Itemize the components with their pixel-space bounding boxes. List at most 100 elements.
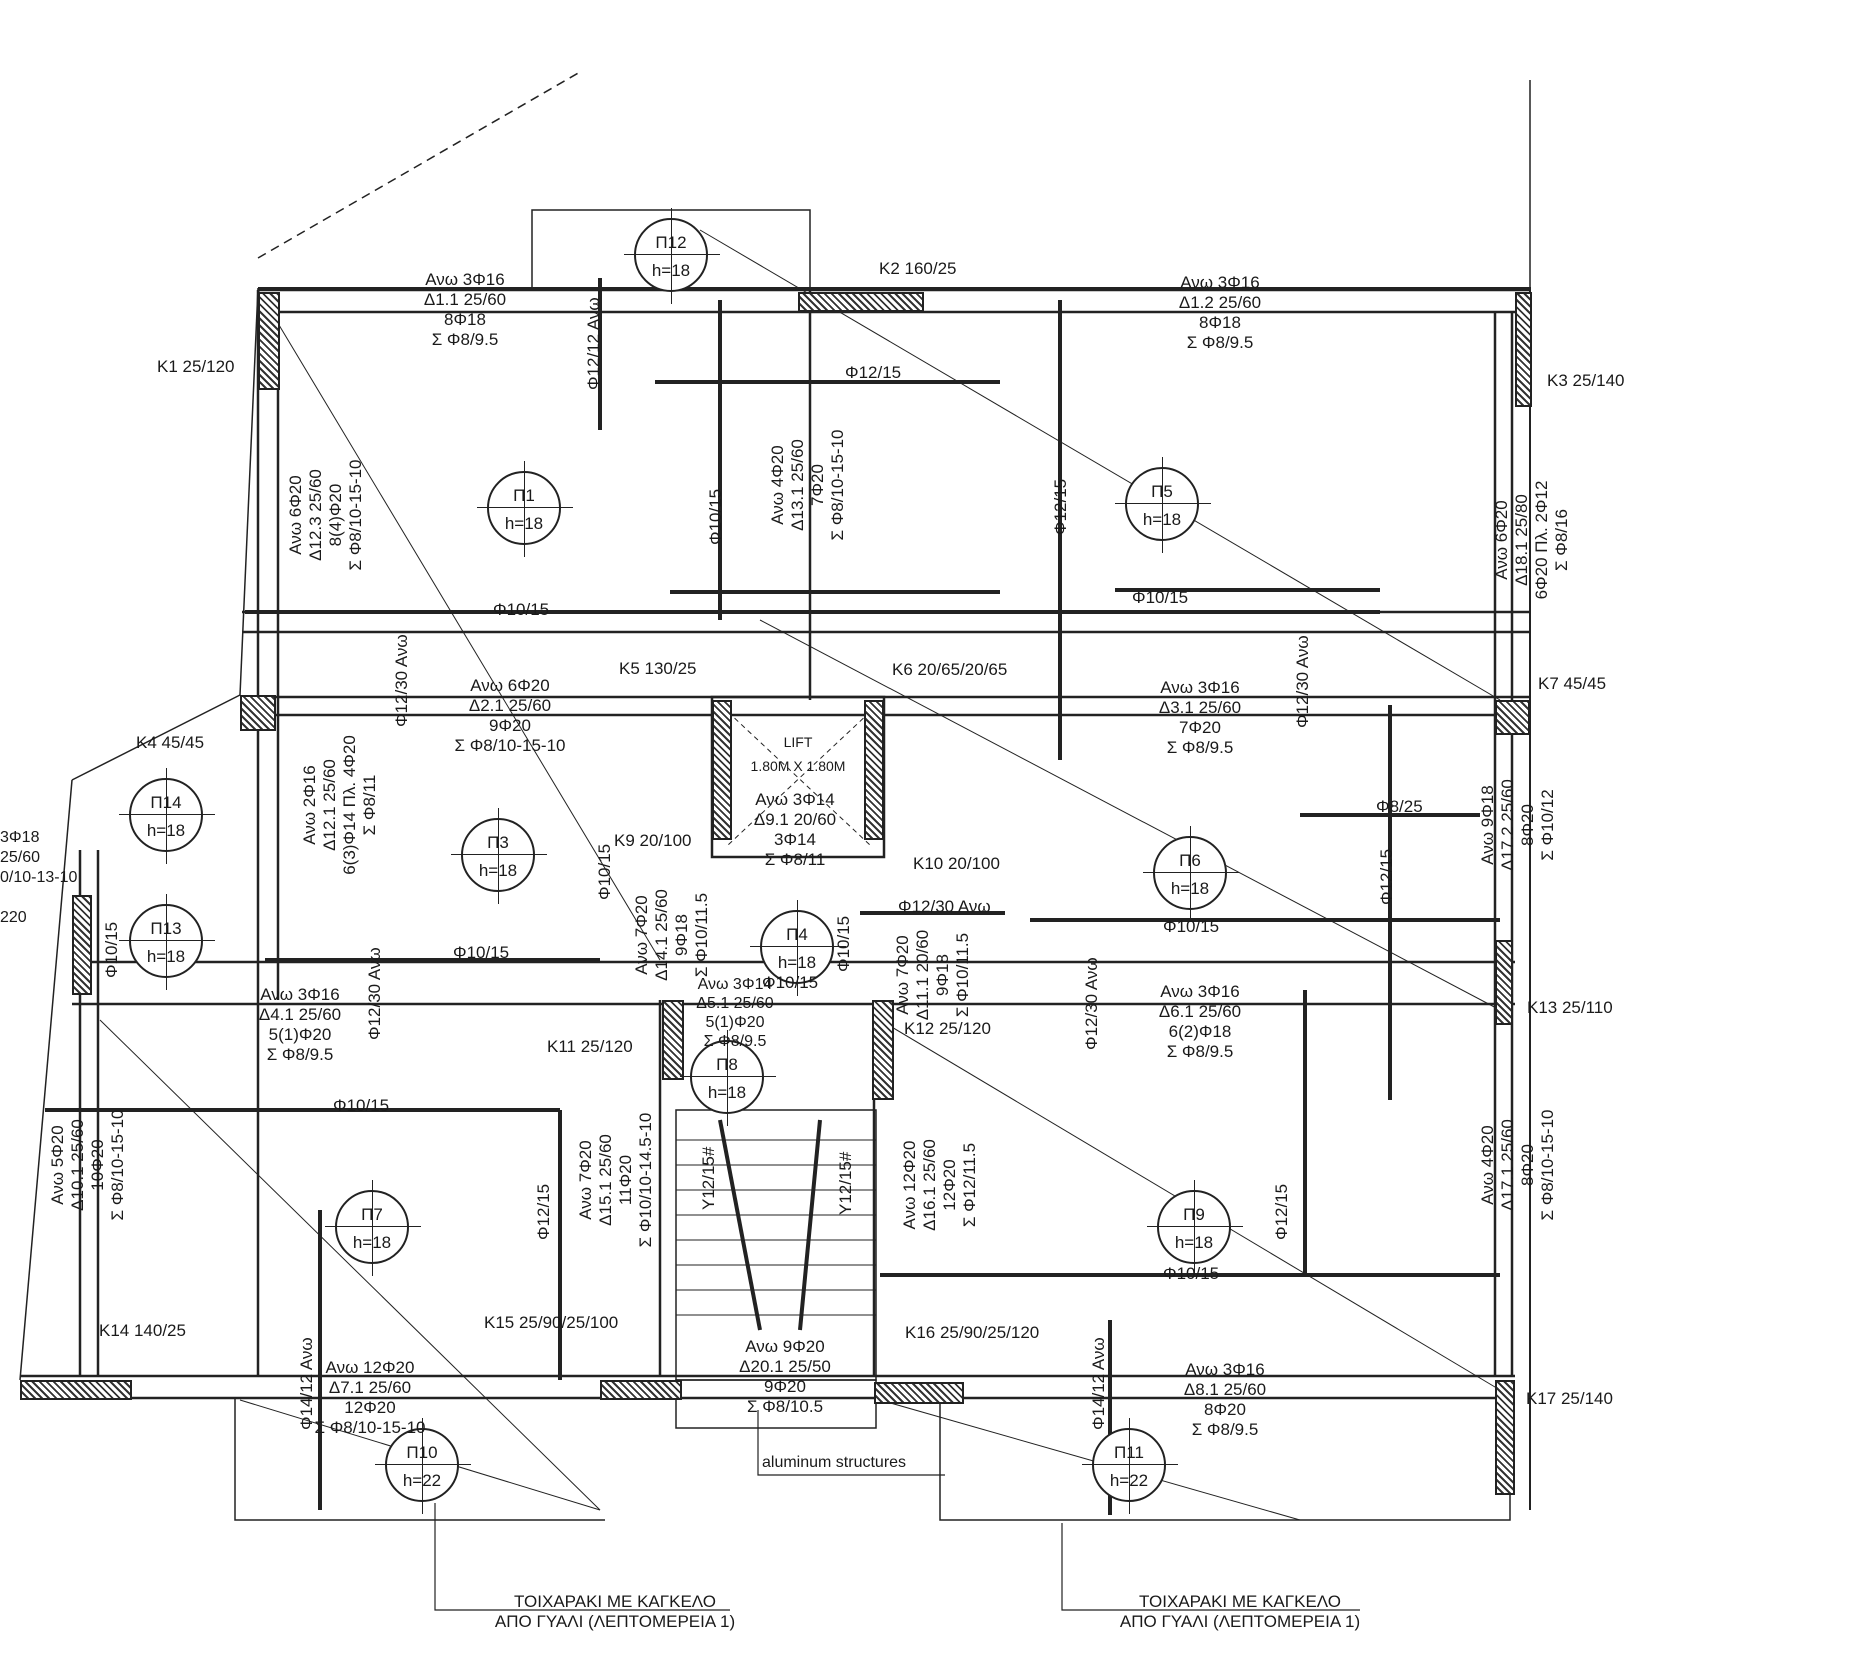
rebar-label: Φ10/15 — [1163, 917, 1220, 936]
rebar-label: Φ10/15 — [762, 973, 819, 992]
column-label-k12: K12 25/120 — [904, 1019, 991, 1038]
rebar-label: Φ12/30 Ανω — [898, 897, 991, 916]
rebar-label: Φ10/15 — [1132, 588, 1189, 607]
column-label-k9: K9 20/100 — [614, 831, 692, 850]
rebar-label: Φ12/15 — [1051, 478, 1070, 535]
column-label-k6: K6 20/65/20/65 — [892, 660, 1008, 679]
column-k13 — [1495, 940, 1513, 1025]
aluminum-structures-note: aluminum structures — [762, 1454, 907, 1471]
column-k16 — [874, 1382, 964, 1404]
rebar-label: Φ12/15 — [534, 1183, 553, 1240]
rebar-label: Φ14/12 Ανω — [297, 1337, 316, 1430]
rebar-label: Y12/15# — [699, 1146, 718, 1210]
column-k3 — [1515, 292, 1532, 407]
rebar-label: Φ12/30 Ανω — [392, 634, 411, 727]
rebar-label: Φ12/30 Ανω — [1293, 635, 1312, 728]
rebar-label: Y12/15# — [836, 1151, 855, 1215]
rebar-label: Φ12/12 Ανω — [584, 297, 603, 390]
rebar-label: Φ10/15 — [102, 921, 121, 978]
rebar-label: Φ8/25 — [1376, 797, 1423, 816]
column-label-k1: K1 25/120 — [157, 357, 235, 376]
rebar-label: Φ12/15 — [845, 363, 902, 382]
rebar-label: Φ10/15 — [706, 488, 725, 545]
column-label-k4: K4 45/45 — [136, 733, 205, 752]
lift-wall-left — [712, 700, 732, 840]
rebar-label: Φ12/30 Ανω — [365, 947, 384, 1040]
rebar-label: Φ10/15 — [595, 843, 614, 900]
rebar-label: Φ14/12 Ανω — [1089, 1337, 1108, 1430]
column-label-k7: K7 45/45 — [1538, 674, 1607, 693]
column-label-k11: K11 25/120 — [547, 1037, 633, 1056]
column-label-k15: K15 25/90/25/100 — [484, 1313, 619, 1332]
column-label-k13: K13 25/110 — [1527, 998, 1613, 1017]
column-k15 — [600, 1380, 682, 1400]
column-label-k3: K3 25/140 — [1547, 371, 1625, 390]
rebar-label: Φ12/30 Ανω — [1082, 957, 1101, 1050]
rebar-label: Φ10/15 — [834, 915, 853, 972]
column-k12 — [872, 1000, 894, 1100]
column-edge-left — [72, 895, 92, 995]
column-k7 — [1495, 700, 1530, 735]
rebar-label: Φ10/15 — [493, 600, 550, 619]
column-k4 — [240, 695, 276, 731]
column-label-k17: K17 25/140 — [1526, 1389, 1613, 1408]
column-label-k5: K5 130/25 — [619, 659, 697, 678]
column-k1 — [258, 292, 280, 390]
rebar-label: Φ10/15 — [453, 943, 510, 962]
column-k11 — [662, 1000, 684, 1080]
rebar-label: Φ12/15 — [1377, 848, 1396, 905]
rebar-label: Φ10/15 — [1163, 1264, 1220, 1283]
column-label-k2: K2 160/25 — [879, 259, 957, 278]
column-k14 — [20, 1380, 132, 1400]
column-label-k10: K10 20/100 — [913, 854, 1000, 873]
column-k2 — [798, 292, 924, 312]
column-label-k14: K14 140/25 — [99, 1321, 186, 1340]
lift-wall-right — [864, 700, 884, 840]
column-k17 — [1495, 1380, 1515, 1495]
plan-linework — [19, 71, 1531, 1611]
column-label-k16: K16 25/90/25/120 — [905, 1323, 1040, 1342]
rebar-label: Φ12/15 — [1272, 1183, 1291, 1240]
rebar-label: Φ10/15 — [333, 1096, 390, 1115]
